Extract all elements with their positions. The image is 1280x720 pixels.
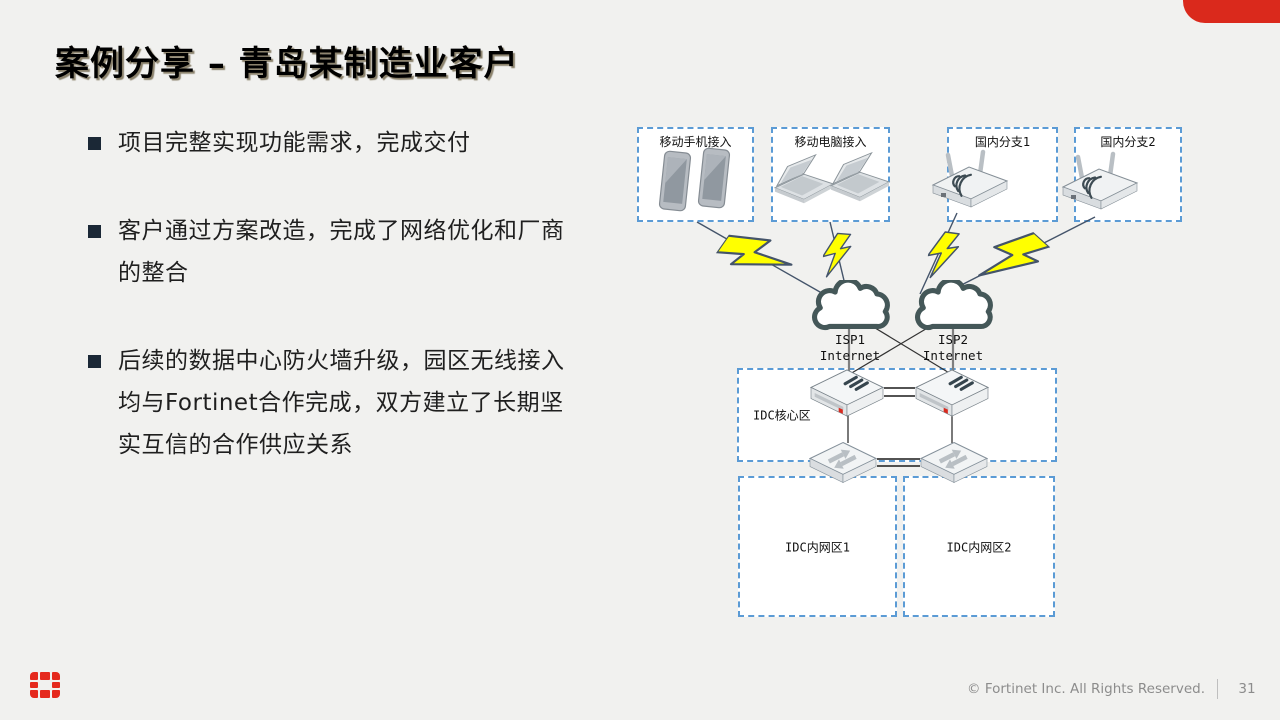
isp-name: ISP1 <box>834 332 866 347</box>
logo-block <box>40 690 50 698</box>
bullet-item: 项目完整实现功能需求，完成交付 <box>88 122 588 164</box>
footer-divider <box>1217 679 1218 699</box>
logo-block <box>40 672 50 680</box>
bullet-text: 客户通过方案改造，完成了网络优化和厂商的整合 <box>118 218 565 286</box>
isp-sub: Internet <box>819 348 881 363</box>
switch-icon <box>809 441 877 483</box>
isp-name: ISP2 <box>937 332 969 347</box>
bullet-item: 客户通过方案改造，完成了网络优化和厂商的整合 <box>88 210 588 294</box>
smartphone-icon <box>697 147 731 209</box>
bullet-item: 后续的数据中心防火墙升级，园区无线接入均与Fortinet合作完成，双方建立了长… <box>88 340 588 466</box>
zone-label: IDC核心区 <box>753 408 811 423</box>
lightning-bolt-icon <box>927 231 960 279</box>
firewall-icon <box>810 369 884 417</box>
zone-label: 移动电脑接入 <box>794 135 867 149</box>
bullet-marker-icon <box>88 137 101 150</box>
laptop-icon <box>773 153 835 204</box>
switch-icon <box>920 441 988 483</box>
zone-idc-lan2: IDC内网区2 <box>903 476 1055 617</box>
wireless-router-icon <box>1061 151 1139 210</box>
laptop-icon <box>829 151 891 202</box>
logo-block <box>30 682 38 688</box>
page-number: 31 <box>1238 681 1256 697</box>
isp-sub: Internet <box>922 348 984 363</box>
network-diagram: 移动手机接入 移动电脑接入 国内分支1 国内分支2 IDC核心区 IDC内网区1… <box>620 110 1200 645</box>
slide-title: 案例分享 – 青岛某制造业客户 <box>55 44 519 84</box>
cloud-icon <box>915 280 993 331</box>
logo-block <box>52 690 60 698</box>
zone-idc-lan1: IDC内网区1 <box>738 476 897 617</box>
zone-mobile-phone: 移动手机接入 <box>637 127 754 222</box>
logo-block <box>30 690 38 698</box>
logo-block <box>30 672 38 680</box>
bullet-marker-icon <box>88 355 101 368</box>
zone-label: IDC内网区1 <box>785 540 850 554</box>
zone-label: 移动手机接入 <box>659 135 732 149</box>
logo-block <box>52 682 60 688</box>
bullet-list: 项目完整实现功能需求，完成交付 客户通过方案改造，完成了网络优化和厂商的整合 后… <box>88 122 588 512</box>
logo-block <box>52 672 60 680</box>
zone-label: 国内分支2 <box>1100 135 1156 149</box>
firewall-icon <box>915 369 989 417</box>
bullet-marker-icon <box>88 225 101 238</box>
cloud-icon <box>812 280 890 331</box>
lightning-bolt-icon <box>715 234 793 266</box>
bullet-text: 项目完整实现功能需求，完成交付 <box>118 130 471 156</box>
fortinet-logo <box>30 672 60 700</box>
top-right-accent-shape <box>1183 0 1280 23</box>
zone-label: 国内分支1 <box>974 135 1031 149</box>
logo-gap <box>40 682 50 688</box>
zone-idc-core: IDC核心区 <box>737 368 1057 462</box>
wireless-router-icon <box>931 149 1009 208</box>
slide-footer: © Fortinet Inc. All Rights Reserved. 31 <box>967 678 1264 700</box>
bullet-text: 后续的数据中心防火墙升级，园区无线接入均与Fortinet合作完成，双方建立了长… <box>118 348 565 458</box>
smartphone-icon <box>658 150 692 212</box>
zone-label: IDC内网区2 <box>946 540 1012 554</box>
copyright-text: © Fortinet Inc. All Rights Reserved. <box>967 681 1205 697</box>
lightning-bolt-icon <box>822 232 852 278</box>
